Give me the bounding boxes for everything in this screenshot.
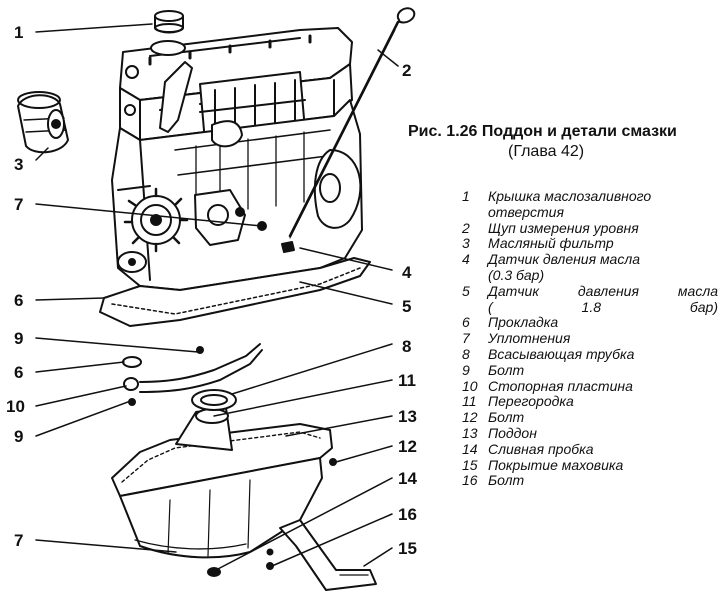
legend-number: 5 (462, 282, 470, 299)
oil-filter-drawing (17, 91, 69, 154)
callout-9-top: 9 (14, 329, 23, 348)
callout-8: 8 (402, 337, 411, 356)
legend-item: 9 Болт (462, 361, 718, 379)
legend-number: 1 (462, 188, 470, 204)
legend-text: Сливная пробка (488, 440, 594, 457)
callout-14: 14 (398, 469, 417, 488)
callout-10: 10 (6, 397, 25, 416)
legend-text: Масляный фильтр (488, 235, 614, 252)
figure-caption: Рис. 1.26 Поддон и детали смазки (Глава … (408, 122, 718, 162)
oil-filler-cap-drawing (154, 10, 184, 34)
figure-title: Рис. 1.26 Поддон и детали смазки (408, 123, 677, 140)
legend-number: 13 (462, 424, 478, 441)
callout-16: 16 (398, 505, 417, 524)
legend-item: 8 Всасывающая трубка (462, 345, 718, 363)
legend-text: Всасывающая трубка (488, 345, 635, 362)
legend-text: Щуп измерения уровня (488, 219, 639, 236)
legend-text: Поддон (488, 424, 537, 441)
legend-item: 13 Поддон (462, 424, 718, 442)
callout-12: 12 (398, 437, 417, 456)
legend-text: Уплотнения (488, 330, 571, 347)
callout-6-mid: 6 (14, 363, 23, 382)
callout-labels: 1 2 3 7 4 6 5 9 8 6 11 10 13 9 12 14 16 … (6, 23, 417, 558)
legend-text: ( 1.8 бар) (488, 298, 718, 315)
legend-number: 4 (462, 251, 470, 268)
callout-7-top: 7 (14, 195, 23, 214)
legend-number: 15 (462, 456, 478, 473)
legend-number: 10 (462, 377, 478, 394)
legend-item: 12 Болт (462, 409, 718, 426)
legend-text: Болт (488, 472, 525, 489)
legend-item: 6 Прокладка (462, 315, 718, 331)
leader-lines (35, 23, 399, 571)
callout-5: 5 (402, 297, 411, 316)
legend-text: Прокладка (488, 314, 559, 331)
legend-text: Стопорная пластина (488, 377, 633, 394)
legend-item: 15 Покрытие маховика (462, 456, 718, 474)
legend-text: Болт (488, 361, 525, 378)
callout-2: 2 (402, 61, 411, 80)
callout-15: 15 (398, 539, 417, 558)
callout-11: 11 (398, 371, 416, 390)
legend-number: 9 (462, 361, 470, 378)
legend-number: 11 (462, 393, 477, 410)
callout-9-mid: 9 (14, 427, 23, 446)
legend-item: 4 Датчик двления масла(0.3 бар) (462, 251, 718, 284)
callout-1: 1 (14, 23, 23, 42)
figure-chapter: (Глава 42) (508, 143, 585, 160)
legend-number: 14 (462, 440, 478, 457)
legend-number: 16 (462, 472, 478, 489)
callout-4: 4 (402, 263, 412, 282)
legend-item: 5 Датчик давления масла( 1.8 бар) (462, 282, 718, 316)
legend-text: Покрытие маховика (488, 456, 624, 473)
legend-text: (0.3 бар) (488, 266, 545, 283)
legend-text: Датчик давления масла (488, 282, 718, 299)
callout-7-bottom: 7 (14, 531, 23, 550)
oil-pan-drawing (111, 343, 377, 591)
legend-number: 8 (462, 345, 470, 362)
legend-number: 12 (462, 409, 478, 426)
callout-13: 13 (398, 407, 417, 426)
legend-text: Болт (488, 409, 525, 426)
legend-item: 7 Уплотнения (462, 330, 718, 347)
legend-item: 2 Щуп измерения уровня (462, 219, 718, 237)
callout-6-top: 6 (14, 291, 23, 310)
legend-item: 16 Болт (462, 473, 718, 489)
legend-item: 11 Перегородка (462, 394, 718, 410)
legend-text: Крышка маслозаливного (488, 188, 652, 204)
legend-item: 10 Стопорная пластина (462, 377, 718, 395)
legend-text: Датчик двления масла (488, 251, 641, 268)
legend-number: 2 (462, 219, 470, 236)
callout-3: 3 (14, 155, 23, 174)
legend-item: 3 Масляный фильтр (462, 236, 718, 252)
legend-number: 3 (462, 235, 470, 252)
legend-number: 7 (462, 330, 470, 347)
legend-text: Перегородка (488, 393, 574, 410)
legend-text: отверстия (488, 203, 564, 220)
engine-block-drawing (99, 7, 416, 327)
legend-item: 14 Сливная пробка (462, 440, 718, 458)
legend-number: 6 (462, 314, 470, 331)
